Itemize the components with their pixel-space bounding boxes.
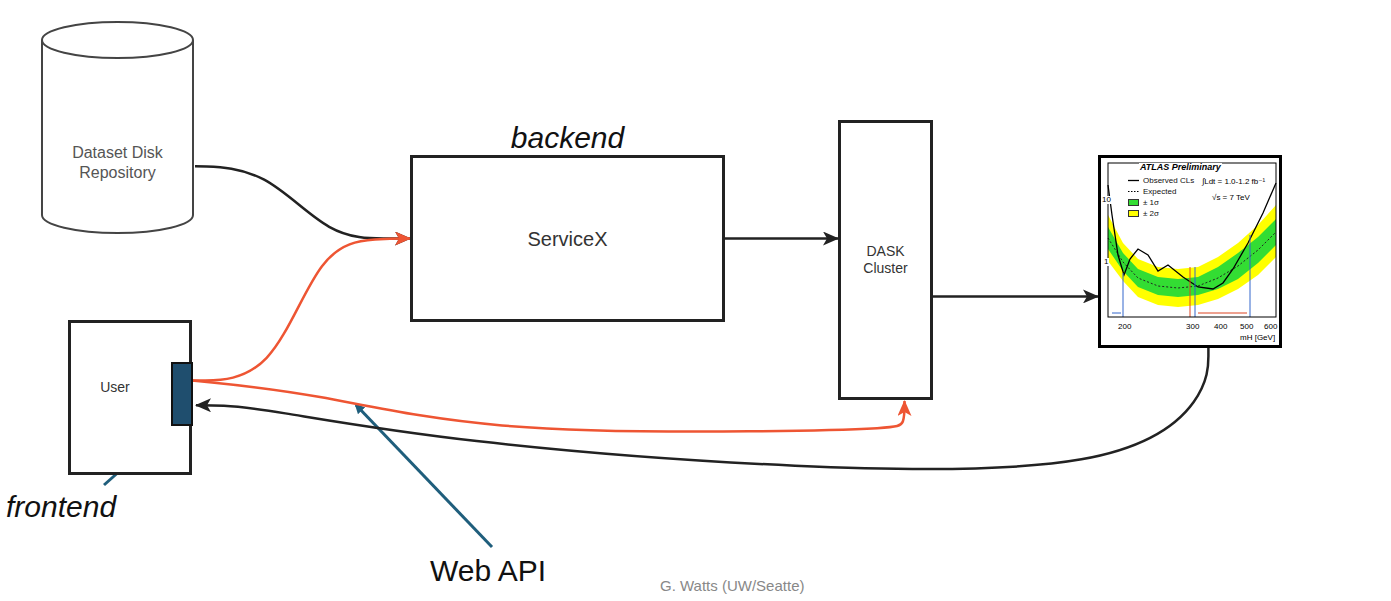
author-credit: G. Watts (UW/Seatte) bbox=[660, 577, 804, 594]
plot-text: 300 bbox=[1185, 323, 1200, 331]
process-box: ServiceXbackend bbox=[410, 155, 725, 322]
line-sample bbox=[1128, 177, 1139, 184]
text-holder bbox=[1101, 158, 1279, 345]
text-holder: ServiceX bbox=[413, 158, 722, 319]
legend-entry: ± 2σ bbox=[1128, 208, 1195, 219]
plot-text: mH [GeV] bbox=[1239, 334, 1276, 342]
plot-text: 200 bbox=[1117, 323, 1132, 331]
plot-text: 500 bbox=[1239, 323, 1254, 331]
limit-plot bbox=[1108, 163, 1276, 317]
one-sigma-band bbox=[1108, 219, 1276, 297]
cylinder-rim bbox=[42, 40, 193, 58]
plot-text: 400 bbox=[1213, 323, 1228, 331]
connector-arrow bbox=[192, 239, 410, 381]
cluster-box: DASK Cluster bbox=[838, 120, 933, 400]
range-arrow bbox=[1112, 313, 1121, 314]
text-holder: Dataset Disk Repository bbox=[40, 20, 195, 235]
connector-arrow bbox=[933, 295, 1098, 298]
connector-arrow bbox=[196, 348, 1208, 469]
web-api-leader bbox=[356, 405, 492, 547]
expected-curve bbox=[1108, 232, 1276, 288]
cylinder-outline bbox=[40, 20, 195, 235]
range-arrow bbox=[1198, 313, 1247, 314]
node-label: Dataset Disk Repository bbox=[58, 143, 178, 181]
node-label: ServiceX bbox=[527, 227, 607, 251]
plot-text: 10 bbox=[1101, 196, 1112, 204]
legend-label: ± 1σ bbox=[1142, 199, 1160, 207]
legend-swatch bbox=[1128, 199, 1139, 206]
observed-curve bbox=[1108, 183, 1276, 289]
node-label: DASK Cluster bbox=[856, 243, 916, 277]
marker-line bbox=[1195, 267, 1196, 317]
cylinder-body bbox=[42, 22, 193, 233]
plot-legend: Observed CLsExpected ± 1σ ± 2σ bbox=[1128, 175, 1195, 219]
line-sample bbox=[1128, 188, 1139, 195]
marker-line bbox=[1123, 273, 1124, 317]
callout-label: frontend bbox=[6, 490, 116, 524]
legend-entry: Observed CLs bbox=[1128, 175, 1195, 186]
legend-entry: Expected bbox=[1128, 186, 1195, 197]
connector-arrow bbox=[192, 380, 905, 431]
line-sample-stroke bbox=[1128, 191, 1139, 192]
plot-text: √s = 7 TeV bbox=[1211, 194, 1251, 202]
legend-label: Observed CLs bbox=[1142, 177, 1195, 185]
text-holder: User bbox=[71, 323, 189, 472]
node-label: User bbox=[100, 379, 130, 396]
legend-label: Expected bbox=[1142, 188, 1177, 196]
marker-line bbox=[1190, 267, 1191, 317]
plot-text: ATLAS Preliminary bbox=[1139, 163, 1222, 172]
connector-arrow bbox=[725, 237, 838, 240]
marker-line bbox=[1250, 235, 1251, 317]
plot-text: 600 bbox=[1263, 323, 1278, 331]
line-sample-stroke bbox=[1128, 180, 1139, 181]
legend-entry: ± 1σ bbox=[1128, 197, 1195, 208]
text-holder: DASK Cluster bbox=[841, 123, 930, 397]
callout-label: Web API bbox=[430, 554, 546, 588]
frontend-widget bbox=[172, 363, 192, 425]
storage-cylinder: Dataset Disk Repository bbox=[40, 20, 195, 235]
plot-text: ∫Ldt = 1.0-1.2 fb⁻¹ bbox=[1201, 178, 1266, 186]
legend-label: ± 2σ bbox=[1142, 210, 1160, 218]
connector-arrow bbox=[195, 166, 410, 238]
heading-label: backend bbox=[413, 120, 722, 156]
legend-swatch bbox=[1128, 210, 1139, 217]
user-box: User bbox=[68, 320, 192, 475]
plot-axes bbox=[1108, 163, 1276, 317]
plot-text: 1 bbox=[1103, 258, 1109, 266]
